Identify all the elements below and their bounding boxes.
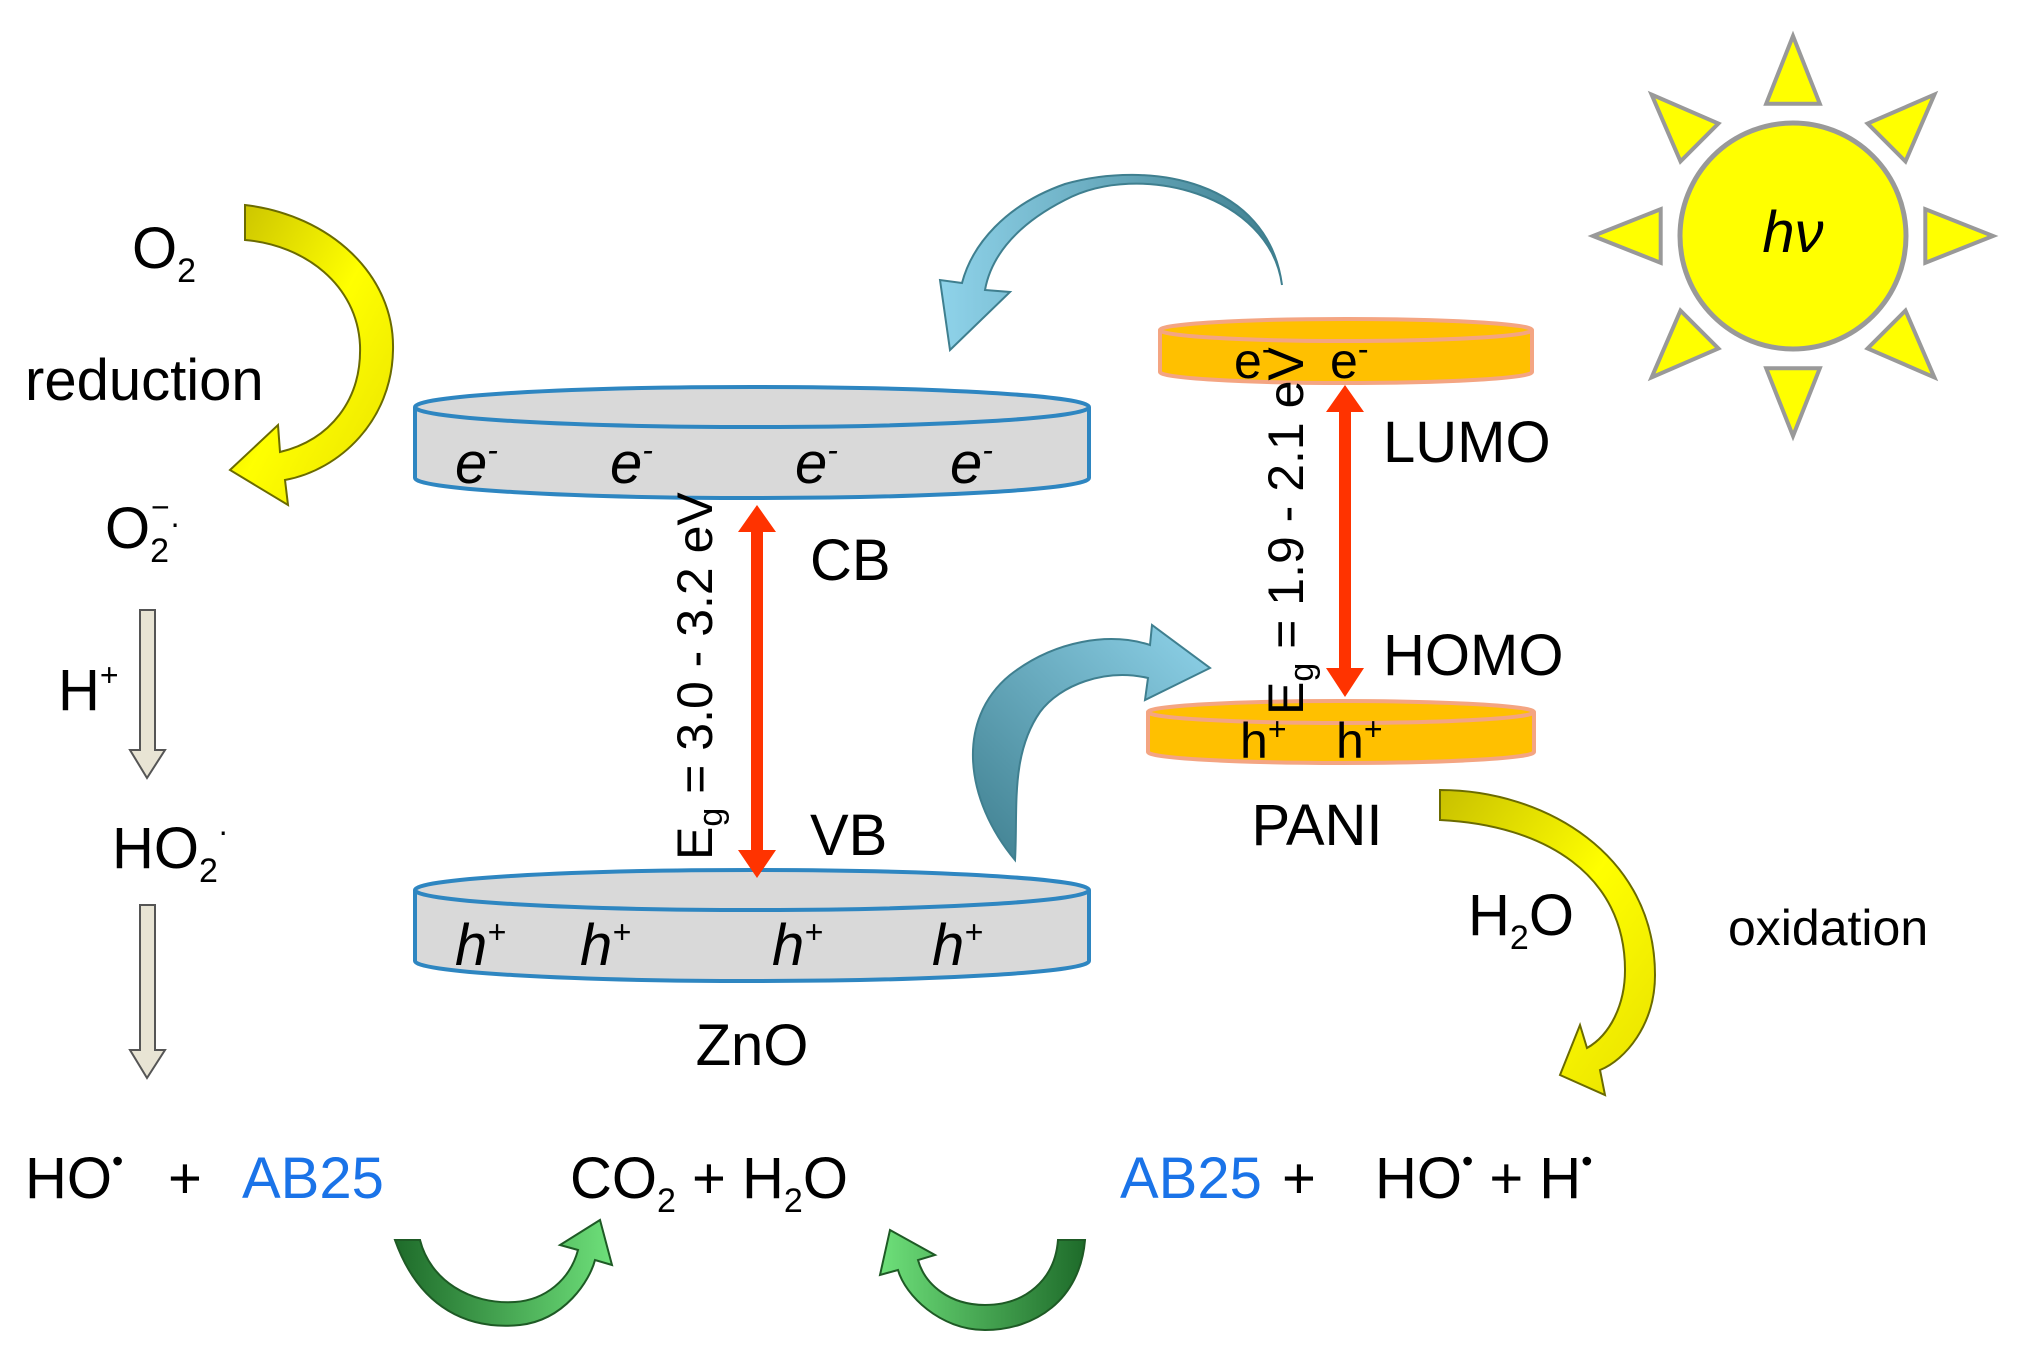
pani-label: PANI <box>1251 793 1382 858</box>
step-arrow-1 <box>128 609 167 780</box>
zno-electron: e- <box>795 431 838 496</box>
zno-cb-top <box>413 385 1091 429</box>
pani-electron: e- <box>1330 331 1368 389</box>
zno-valence-band: h+ h+ h+ h+ <box>413 868 1091 983</box>
zno-electron: e- <box>610 431 653 496</box>
ho2-label: HO2· <box>112 813 229 890</box>
pani-lumo-label: LUMO <box>1383 410 1551 475</box>
zno-vb-body <box>413 890 1091 983</box>
zno-gap-label: Eg = 3.0 - 3.2 eV <box>667 492 730 860</box>
sun-ray <box>1864 307 1939 382</box>
zno-hole: h+ <box>772 913 823 978</box>
sun-ray <box>1763 366 1823 442</box>
hydroxyl-radical-left: HO• <box>25 1143 123 1211</box>
zno-electron: e- <box>950 431 993 496</box>
sun-icon: hν <box>1587 30 1999 442</box>
reduction-arrow <box>228 203 395 507</box>
zno-electron: e- <box>455 431 498 496</box>
pani-gap-label: Eg = 1.9 - 2.1 eV <box>1258 347 1321 715</box>
sun-rays <box>1587 30 1999 442</box>
sun-ray <box>1647 307 1722 382</box>
pani-hole: h+ <box>1240 711 1287 769</box>
hydroxyl-radical-right: HO• + H• <box>1375 1143 1592 1211</box>
zno-hole: h+ <box>580 913 631 978</box>
plus-sign-right: + <box>1282 1146 1316 1211</box>
pani-hole: h+ <box>1336 711 1383 769</box>
water-label: H2O <box>1468 883 1574 957</box>
pani-lumo-top <box>1158 317 1534 343</box>
pani-homo-top <box>1146 699 1536 725</box>
sun-core <box>1677 120 1909 352</box>
electron-transfer-arrow <box>938 173 1283 353</box>
pani-homo-band: h+ h+ <box>1146 699 1536 769</box>
sun-label: hν <box>1762 200 1823 265</box>
dye-left: AB25 <box>242 1146 384 1211</box>
proton-label: H+ <box>58 657 119 723</box>
zno-hole: h+ <box>932 913 983 978</box>
reduction-label: reduction <box>25 348 264 413</box>
sun-ray <box>1763 30 1823 106</box>
dye-right: AB25 <box>1120 1146 1262 1211</box>
products-label: CO2 + H2O <box>570 1146 848 1220</box>
step-arrow-2 <box>128 904 167 1080</box>
oxidation-label: oxidation <box>1728 900 1928 956</box>
o2-label: O2 <box>132 216 196 290</box>
zno-gap-arrow <box>738 505 776 878</box>
pani-gap-arrow <box>1326 385 1364 697</box>
zno-vb-label: VB <box>810 803 887 868</box>
zno-hole: h+ <box>455 913 506 978</box>
pani-homo-label: HOMO <box>1383 623 1563 688</box>
sun-ray <box>1923 206 1999 266</box>
sun-ray <box>1647 90 1722 165</box>
pani-homo-body <box>1146 712 1536 765</box>
superoxide-label: O2−· <box>105 489 180 570</box>
zno-conduction-band: e- e- e- e- <box>413 385 1091 500</box>
sun-ray <box>1864 90 1939 165</box>
zno-label: ZnO <box>696 1013 809 1078</box>
zno-cb-label: CB <box>810 528 891 593</box>
hole-transfer-arrow <box>972 623 1212 863</box>
recycle-arrow-left <box>393 1218 614 1327</box>
zno-cb-body <box>413 407 1091 500</box>
oxidation-arrow <box>1439 788 1657 1097</box>
pani-lumo-band: e- e- <box>1158 317 1534 389</box>
sun-ray <box>1587 206 1663 266</box>
pani-electron: e- <box>1234 331 1272 389</box>
zno-vb-top <box>413 868 1091 912</box>
plus-sign: + <box>168 1146 202 1211</box>
pani-lumo-body <box>1158 330 1534 385</box>
recycle-arrow-right <box>878 1228 1087 1332</box>
